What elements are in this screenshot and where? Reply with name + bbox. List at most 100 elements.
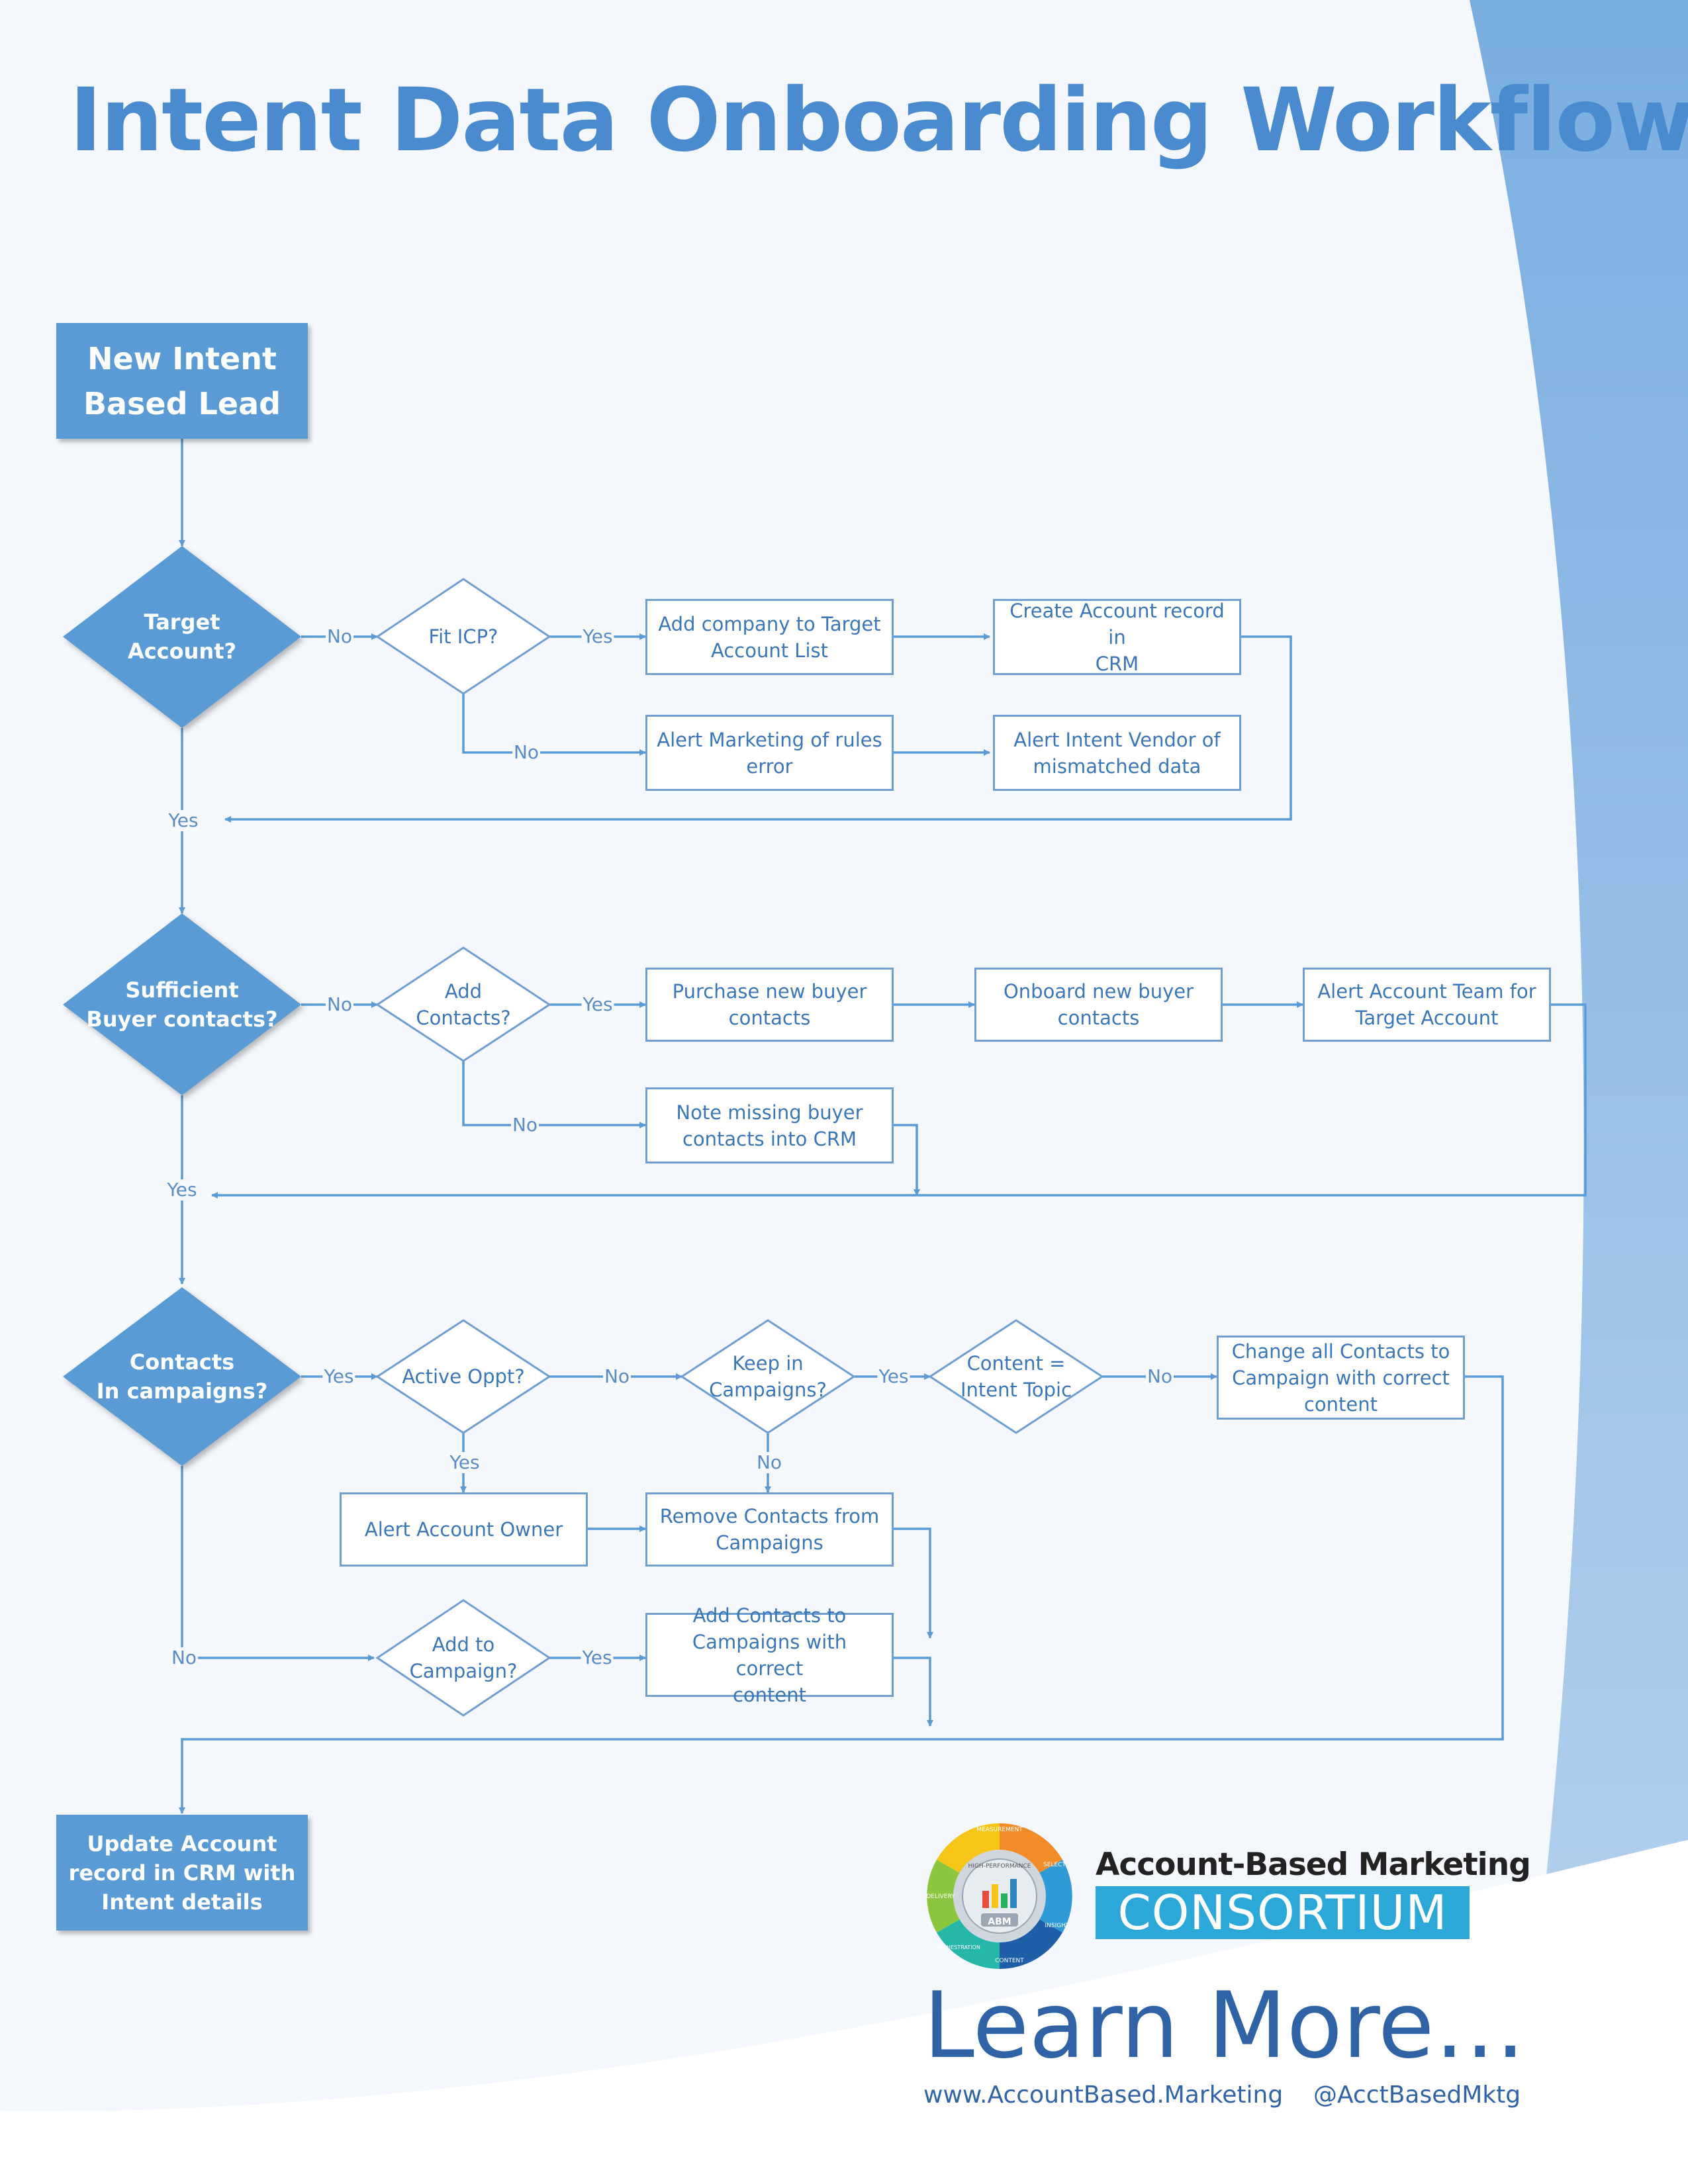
decision-add-to-campaign-label: Add to Campaign? [391, 1631, 536, 1684]
wheel-segment-insight: INSIGHT [1045, 1923, 1070, 1929]
social-handle-link[interactable]: @AcctBasedMktg [1313, 2081, 1521, 2109]
decision-keep-in-campaigns-label: Keep in Campaigns? [692, 1350, 844, 1403]
diamond-target-account [63, 546, 301, 728]
process-alert-team-line2: Target Account [1355, 1007, 1499, 1029]
end-box-line3: Intent details [101, 1889, 263, 1915]
wheel-badge-text: ABM [988, 1917, 1011, 1927]
process-note-missing: Note missing buyer contacts into CRM [645, 1087, 894, 1163]
wheel-segment-select: SELECT [1043, 1862, 1066, 1868]
connector-fit-no [462, 694, 646, 756]
page-title: Intent Data Onboarding Workflow [70, 69, 1688, 171]
process-alert-owner-line1: Alert Account Owner [364, 1518, 563, 1541]
connector-add-contacts-no [462, 1061, 646, 1128]
connector-note-down [894, 1124, 920, 1196]
process-add-contacts-campaigns-line1: Add Contacts to [692, 1604, 847, 1627]
wheel-segment-content: CONTENT [995, 1958, 1024, 1964]
decision-target-account-line1: Target [144, 610, 220, 635]
decision-add-contacts-line2: Contacts? [416, 1007, 511, 1029]
decision-diamonds [63, 546, 1104, 1717]
path-label-keep-no: No [755, 1451, 784, 1473]
decision-fit-icp-line1: Fit ICP? [428, 625, 498, 648]
path-label-add-contacts-yes: Yes [581, 993, 614, 1015]
process-alert-rules-line2: error [746, 754, 793, 778]
process-onboard-contacts: Onboard new buyer contacts [974, 968, 1223, 1042]
diamond-keep-in-campaigns [680, 1319, 856, 1434]
path-label-sufficient-no: No [325, 993, 354, 1015]
diamond-sufficient-contacts [63, 913, 301, 1095]
process-add-company: Add company to Target Account List [645, 599, 894, 675]
process-change-contacts-line2: Campaign with correct [1232, 1366, 1450, 1389]
connector-change-return [179, 1375, 1504, 1814]
decision-add-contacts-line1: Add [444, 980, 483, 1003]
decision-active-oppt-label: Active Oppt? [391, 1363, 536, 1390]
process-alert-rules-line1: Alert Marketing of rules [657, 728, 882, 751]
process-note-missing-line2: contacts into CRM [682, 1127, 857, 1150]
path-label-target-no: No [325, 625, 354, 647]
diamond-add-contacts [375, 946, 551, 1062]
path-label-fit-no: No [512, 741, 541, 763]
process-alert-team: Alert Account Team for Target Account [1303, 968, 1551, 1042]
decision-content-intent-line2: Intent Topic [960, 1379, 1072, 1401]
connector-add-contacts-down [894, 1657, 933, 1727]
decision-content-intent-label: Content = Intent Topic [940, 1350, 1092, 1403]
org-name-line1: Account-Based Marketing [1096, 1846, 1531, 1883]
diamond-content-intent [928, 1319, 1104, 1434]
wheel-segment-orchestration: ORCHESTRATION [935, 1944, 980, 1950]
decision-add-contacts-label: Add Contacts? [391, 978, 536, 1031]
end-box-line2: record in CRM with [68, 1860, 296, 1886]
path-label-oppt-no: No [602, 1365, 632, 1387]
learn-more-heading: Learn More… [923, 1972, 1526, 2079]
path-label-add-campaign-yes: Yes [581, 1647, 614, 1668]
path-label-campaigns-yes: Yes [322, 1365, 355, 1387]
decision-contacts-in-campaigns-label: Contacts In campaigns? [70, 1342, 295, 1411]
process-note-missing-line1: Note missing buyer [676, 1101, 863, 1124]
process-change-contacts-line1: Change all Contacts to [1231, 1340, 1450, 1363]
decision-active-oppt-line1: Active Oppt? [402, 1365, 525, 1388]
process-change-contacts-line3: content [1303, 1392, 1378, 1416]
start-box-line1: New Intent [87, 340, 277, 377]
process-onboard-contacts-line1: Onboard new buyer [1003, 980, 1194, 1003]
website-link[interactable]: www.AccountBased.Marketing [923, 2081, 1284, 2109]
connector-remove-down [894, 1527, 933, 1639]
path-label-sufficient-yes: Yes [165, 1179, 199, 1201]
wheel-center-text: HIGH-PERFORMANCE [968, 1863, 1031, 1870]
decision-add-to-campaign-line1: Add to [432, 1633, 495, 1656]
process-add-contacts-campaigns-line2: Campaigns with correct [692, 1630, 847, 1680]
process-create-account-line2: CRM [1095, 652, 1139, 675]
diamond-active-oppt [375, 1319, 551, 1434]
path-label-oppt-yes: Yes [448, 1451, 481, 1473]
decision-keep-in-campaigns-line2: Campaigns? [709, 1379, 827, 1401]
decision-contacts-in-campaigns-line2: In campaigns? [96, 1379, 268, 1404]
decision-keep-in-campaigns-line1: Keep in [732, 1352, 804, 1375]
process-add-company-line1: Add company to Target [658, 612, 881, 635]
process-alert-vendor-line2: mismatched data [1033, 754, 1201, 778]
abm-consortium-logo: ABM HIGH-PERFORMANCE MEASUREMENT SELECT … [917, 1813, 1531, 1979]
path-label-campaigns-no: No [169, 1647, 199, 1668]
org-name-line2: CONSORTIUM [1096, 1885, 1470, 1940]
abm-wheel-icon: ABM HIGH-PERFORMANCE MEASUREMENT SELECT … [926, 1823, 1072, 1969]
path-label-keep-yes: Yes [877, 1365, 910, 1387]
connector-alert-team-return [211, 1003, 1587, 1199]
process-create-account-line1: Create Account record in [1009, 599, 1225, 649]
process-purchase-contacts: Purchase new buyer contacts [645, 968, 894, 1042]
decision-sufficient-contacts-line2: Buyer contacts? [86, 1007, 278, 1032]
connector-create-return [224, 635, 1292, 823]
process-add-contacts-campaigns-line3: content [732, 1683, 807, 1706]
decision-target-account-line2: Account? [127, 639, 237, 664]
wheel-segment-delivery: DELIVERY [926, 1893, 955, 1900]
process-add-contacts-campaigns: Add Contacts to Campaigns with correct c… [645, 1604, 894, 1706]
process-add-company-line2: Account List [710, 639, 828, 662]
diamond-contacts-in-campaigns [63, 1287, 301, 1466]
contact-links: www.AccountBased.Marketing @AcctBasedMkt… [923, 2081, 1521, 2109]
process-alert-team-line1: Alert Account Team for [1317, 980, 1536, 1003]
wheel-segment-measurement: MEASUREMENT [976, 1827, 1023, 1833]
end-box-line1: Update Account [87, 1831, 277, 1856]
process-purchase-contacts-line2: contacts [728, 1007, 811, 1029]
process-alert-vendor-line1: Alert Intent Vendor of [1013, 728, 1221, 751]
right-blue-band [1470, 0, 1688, 2184]
decision-sufficient-contacts-line1: Sufficient [125, 978, 239, 1003]
process-alert-vendor: Alert Intent Vendor of mismatched data [993, 715, 1241, 791]
decision-fit-icp-label: Fit ICP? [391, 623, 536, 650]
decision-sufficient-contacts-label: Sufficient Buyer contacts? [70, 970, 295, 1039]
